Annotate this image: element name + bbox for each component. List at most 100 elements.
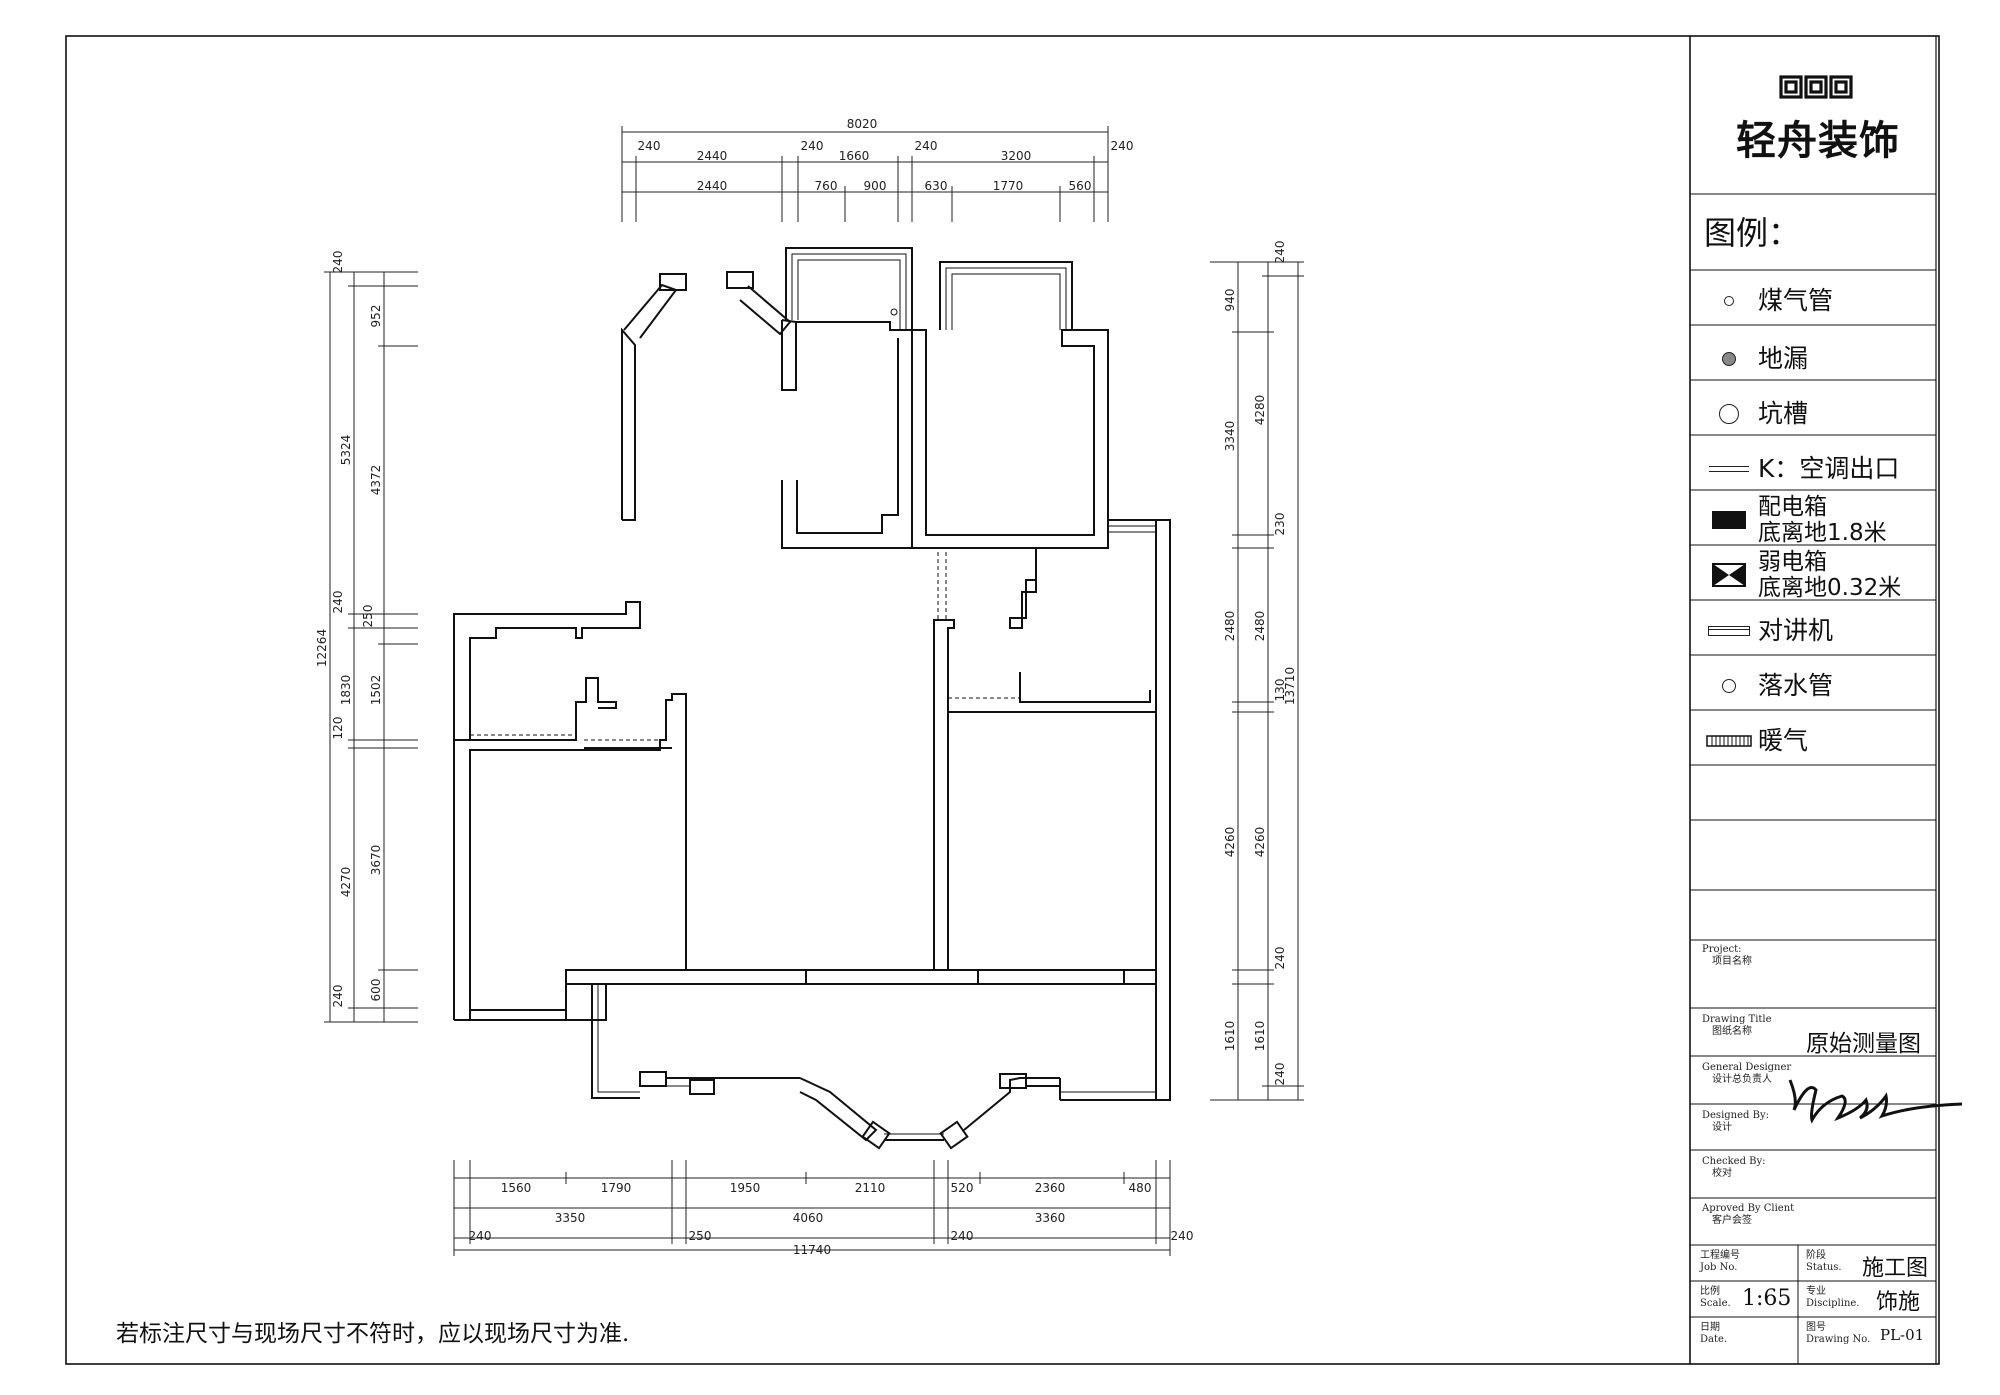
tb-approved: Aproved By Client 客户会签	[1702, 1203, 1795, 1226]
legend-title: 图例：	[1704, 214, 1801, 252]
dim-top-r1-3: 1660	[839, 149, 870, 163]
tb-checked-by: Checked By: 校对	[1702, 1156, 1766, 1179]
bottom-left-corner	[454, 969, 686, 1021]
dim-top-total: 8020	[847, 117, 878, 131]
downpipe-icon	[1722, 678, 1736, 693]
bay-wall-upper-left	[621, 327, 636, 521]
intercom-icon	[1708, 625, 1750, 636]
title-block-grid	[1690, 193, 1936, 1364]
dim-top-r1-2: 240	[801, 139, 824, 153]
dim-bot-r1-2: 1950	[730, 1181, 761, 1195]
bay-pillar-f	[939, 1120, 969, 1150]
dim-right-i-8: 240	[1273, 1063, 1287, 1086]
designer-signature	[1788, 1079, 1963, 1124]
dim-bot-r1-5: 2360	[1035, 1181, 1066, 1195]
kitchen-wall	[781, 319, 797, 391]
floor-drain-icon	[1722, 351, 1736, 366]
dim-right-o-2: 2480	[1223, 611, 1237, 642]
dim-left-i-0: 952	[369, 305, 383, 328]
legend-label: 配电箱底离地1.8米	[1758, 493, 1887, 546]
tb-general-designer: General Designer 设计总负责人	[1702, 1062, 1792, 1085]
dim-bot-r3-3: 240	[1171, 1229, 1194, 1243]
kitchen-inner	[796, 338, 899, 534]
right-bedroom	[947, 711, 1156, 970]
dim-left-i-1: 4372	[369, 465, 383, 496]
right-outer-wall	[1156, 519, 1171, 1101]
dim-bot-r1-0: 1560	[501, 1181, 532, 1195]
legend-label: 弱电箱底离地0.32米	[1758, 548, 1902, 601]
dim-bot-r3-1: 250	[689, 1229, 712, 1243]
left-upper-room	[453, 601, 641, 1020]
right-bedroom-left	[933, 619, 955, 970]
dim-bot-r3-2: 240	[951, 1229, 974, 1243]
dim-right-i-4: 130	[1273, 679, 1287, 702]
legend-item-gas-pipe: 煤气管	[1700, 273, 1945, 328]
ac-outlet-icon	[1709, 465, 1749, 472]
legend-label: K：空调出口	[1758, 453, 1900, 483]
tb-drawing-no-value: PL-01	[1880, 1326, 1925, 1344]
dim-bot-r2-2: 3360	[1035, 1211, 1066, 1225]
bay-wall-upper-diag-2	[739, 285, 792, 336]
dim-top-r2-3: 630	[925, 179, 948, 193]
corridor-step	[1009, 547, 1037, 629]
dim-right-i-5: 4260	[1253, 827, 1267, 858]
tb-scale-value: 1:65	[1742, 1286, 1792, 1311]
upper-balcony-2-in	[945, 267, 1067, 330]
wall-segment-center	[805, 969, 979, 985]
dim-left-o-2: 240	[331, 591, 345, 614]
legend-item-intercom: 对讲机	[1700, 603, 1945, 658]
dim-top-r2-2: 900	[864, 179, 887, 193]
tb-discipline-value: 饰施	[1876, 1290, 1921, 1315]
dim-top-r2-0: 2440	[697, 179, 728, 193]
dim-top-r1-6: 240	[1111, 139, 1134, 153]
legend-label: 落水管	[1758, 670, 1834, 700]
legend-label: 坑槽	[1758, 398, 1809, 428]
dim-left-o-3: 1830	[339, 675, 353, 706]
right-balcony-wall	[1108, 519, 1157, 1100]
dim-right-o-4: 1610	[1223, 1021, 1237, 1052]
bay-pillar-e	[861, 1120, 891, 1150]
dim-left-o-4: 120	[331, 717, 345, 740]
dimension-note: 若标注尺寸与现场尺寸不符时，应以现场尺寸为准.	[116, 1321, 630, 1347]
dim-bot-total: 11740	[793, 1243, 831, 1257]
bay-pillar-d	[689, 1079, 715, 1095]
upper-balcony-2-in2	[951, 273, 1061, 330]
tb-scale: 比例 Scale.	[1700, 1286, 1731, 1309]
tb-project: Project: 项目名称	[1702, 944, 1752, 967]
dim-left-i-3: 1502	[369, 675, 383, 706]
legend-item-downpipe: 落水管	[1700, 658, 1945, 713]
upper-balcony-1	[785, 247, 913, 330]
bay-wall-upper-left-diag	[623, 283, 678, 339]
dim-right-i-7: 1610	[1253, 1021, 1267, 1052]
bay-pillar-g	[999, 1073, 1027, 1089]
bay-pillar-c	[639, 1071, 667, 1087]
tb-date: 日期 Date.	[1700, 1322, 1728, 1345]
dim-right-i-0: 240	[1273, 241, 1287, 264]
weak-box-icon	[1712, 562, 1746, 587]
dim-top-r2-4: 1770	[993, 179, 1024, 193]
legend-label: 煤气管	[1758, 285, 1834, 315]
bay-diag-left	[799, 1077, 878, 1142]
company-logo-text: 轻舟装饰	[1736, 118, 1900, 164]
dim-top-r1-0: 240	[638, 139, 661, 153]
dim-top-r1-1: 2440	[697, 149, 728, 163]
upper-balcony-1-in2	[797, 259, 901, 330]
dim-right-total: 13710	[1283, 667, 1297, 705]
dim-right-i-6: 240	[1273, 947, 1287, 970]
dim-right-i-2: 230	[1273, 513, 1287, 536]
dim-bot-r1-1: 1790	[601, 1181, 632, 1195]
dim-bot-r1-6: 480	[1129, 1181, 1152, 1195]
radiator-icon	[1706, 734, 1752, 747]
legend-label: 暖气	[1758, 725, 1809, 755]
legend-item-ac-outlet: K：空调出口	[1700, 441, 1945, 496]
left-small-room	[470, 677, 617, 741]
bay-diag-right	[963, 1077, 1060, 1131]
right-bedroom-top	[1019, 672, 1151, 703]
legend-label: 对讲机	[1758, 615, 1834, 645]
dim-top-r2-1: 760	[815, 179, 838, 193]
gas-pipe-marker	[890, 308, 898, 316]
dim-bot-r2-1: 4060	[793, 1211, 824, 1225]
upper-right-room-inner	[911, 338, 926, 549]
dim-right-o-1: 3340	[1223, 421, 1237, 452]
